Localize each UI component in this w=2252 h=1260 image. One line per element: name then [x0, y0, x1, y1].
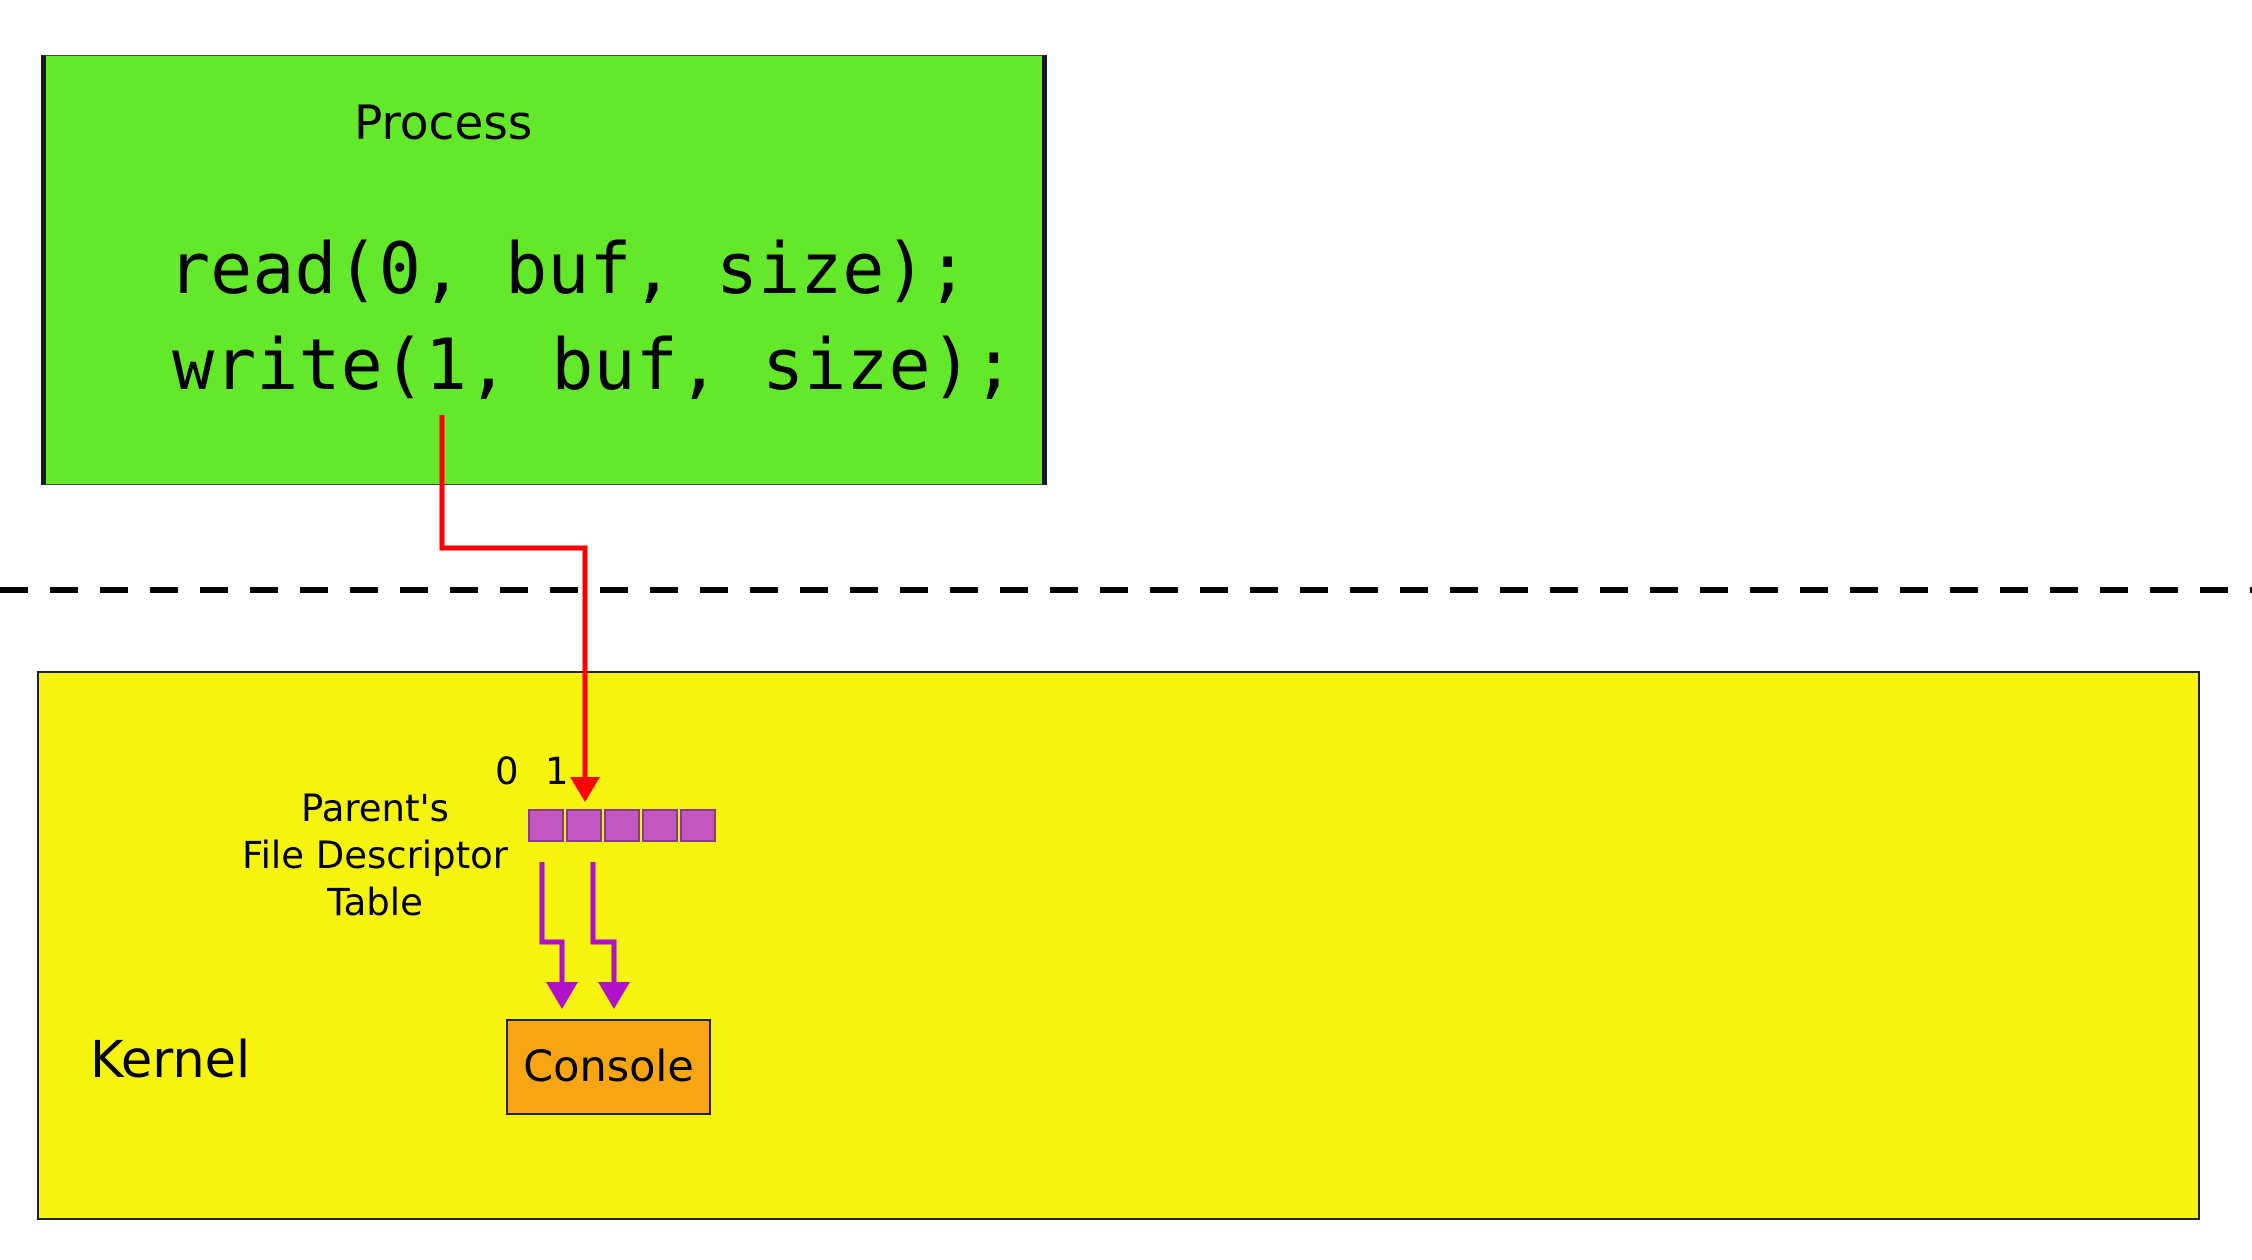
fd-table-label-line: File Descriptor: [242, 834, 508, 877]
fd-slot-2: [604, 809, 640, 842]
read-call: read(0, buf, size);: [168, 228, 969, 310]
console-label: Console: [523, 1041, 694, 1092]
fd-index-1: 1: [545, 750, 569, 793]
fd-slot-0: [528, 809, 564, 842]
process-box: [41, 55, 1047, 485]
console-box: Console: [506, 1019, 711, 1115]
kernel-label: Kernel: [90, 1031, 251, 1090]
fd-table-label-line: Parent's: [301, 787, 449, 830]
fd-index-0: 0: [495, 750, 519, 793]
kernel-box: [37, 671, 2200, 1220]
fd-slot-4: [680, 809, 716, 842]
process-title: Process: [354, 96, 533, 151]
fd-table: [528, 809, 718, 842]
fd-slot-3: [642, 809, 678, 842]
fd-table-label: Parent's File Descriptor Table: [200, 785, 550, 926]
fd-table-label-line: Table: [327, 881, 423, 924]
write-call: write(1, buf, size);: [172, 324, 1015, 406]
fd-slot-1: [566, 809, 602, 842]
